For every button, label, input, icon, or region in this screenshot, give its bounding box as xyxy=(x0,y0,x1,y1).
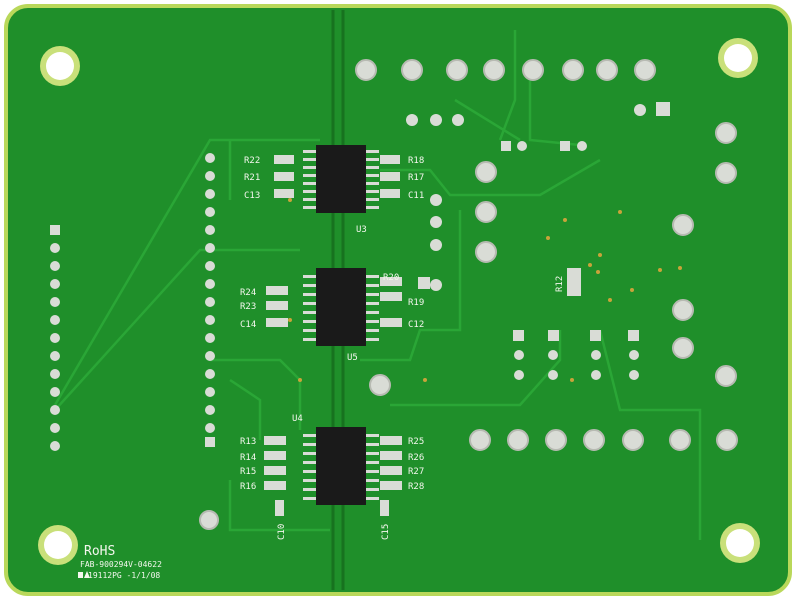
ref-c14: C14 xyxy=(240,320,256,330)
ic-u4 xyxy=(316,427,366,505)
ref-c12: C12 xyxy=(408,320,424,330)
ref-u3: U3 xyxy=(356,225,367,235)
left-header-pins xyxy=(50,153,215,451)
ref-r21: R21 xyxy=(244,173,260,183)
ic-u3 xyxy=(316,145,366,213)
ref-c13: C13 xyxy=(244,191,260,201)
ref-r26: R26 xyxy=(408,453,424,463)
ref-r27: R27 xyxy=(408,467,424,477)
ref-c11: C11 xyxy=(408,191,424,201)
gold-vias xyxy=(288,198,682,382)
ic-u5 xyxy=(316,268,366,346)
ref-r12: R12 xyxy=(555,276,565,292)
ref-r15: R15 xyxy=(240,467,256,477)
ref-c15: C15 xyxy=(381,524,391,540)
ref-r14: R14 xyxy=(240,453,256,463)
small-pads xyxy=(406,102,670,380)
ref-c10: C10 xyxy=(277,524,287,540)
ul-logo-icon xyxy=(78,571,90,578)
smd-resistor-pads xyxy=(264,155,402,516)
mounting-holes xyxy=(38,38,760,565)
ref-r19: R19 xyxy=(408,298,424,308)
ref-u5: U5 xyxy=(347,353,358,363)
ref-r16: R16 xyxy=(240,482,256,492)
copper-traces xyxy=(53,30,702,540)
ref-r13: R13 xyxy=(240,437,256,447)
ref-r24: R24 xyxy=(240,288,256,298)
ref-r20: R20 xyxy=(383,273,399,283)
ref-r23: R23 xyxy=(240,302,256,312)
ic-chips xyxy=(316,145,366,505)
ref-r28: R28 xyxy=(408,482,424,492)
top-connector-pads xyxy=(355,59,656,81)
ref-u4: U4 xyxy=(292,414,303,424)
ul-code: 19112PG -1/1/08 xyxy=(88,571,160,580)
ref-r22: R22 xyxy=(244,156,260,166)
bottom-connector-pads xyxy=(469,429,738,451)
rohs-mark: RoHS xyxy=(84,544,115,559)
ref-r17: R17 xyxy=(408,173,424,183)
right-connector-pads xyxy=(199,122,737,530)
ref-r18: R18 xyxy=(408,156,424,166)
fab-number: FAB-900294V-04622 xyxy=(80,560,162,569)
ref-r25: R25 xyxy=(408,437,424,447)
